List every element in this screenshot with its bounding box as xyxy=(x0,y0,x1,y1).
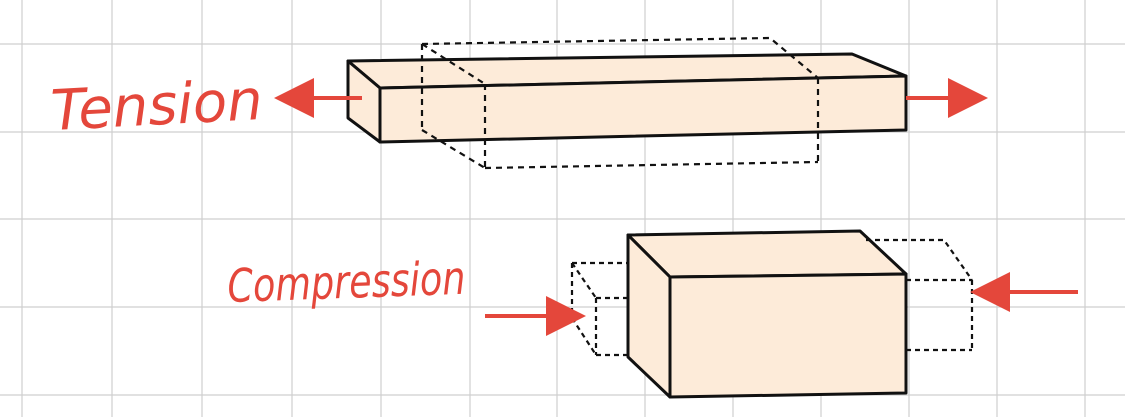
tension-original-outline-dashed xyxy=(420,36,820,170)
compression-box-top-face xyxy=(626,229,908,279)
tension-group: Tension xyxy=(49,36,988,170)
compression-box-front-face xyxy=(668,272,908,399)
tension-solid-bar xyxy=(346,52,908,144)
tension-bar-front-face xyxy=(378,74,908,144)
compression-group: Compression xyxy=(226,229,1078,399)
tension-label: Tension xyxy=(49,68,264,144)
compression-label: Compression xyxy=(226,251,466,313)
compression-solid-box xyxy=(626,229,908,399)
